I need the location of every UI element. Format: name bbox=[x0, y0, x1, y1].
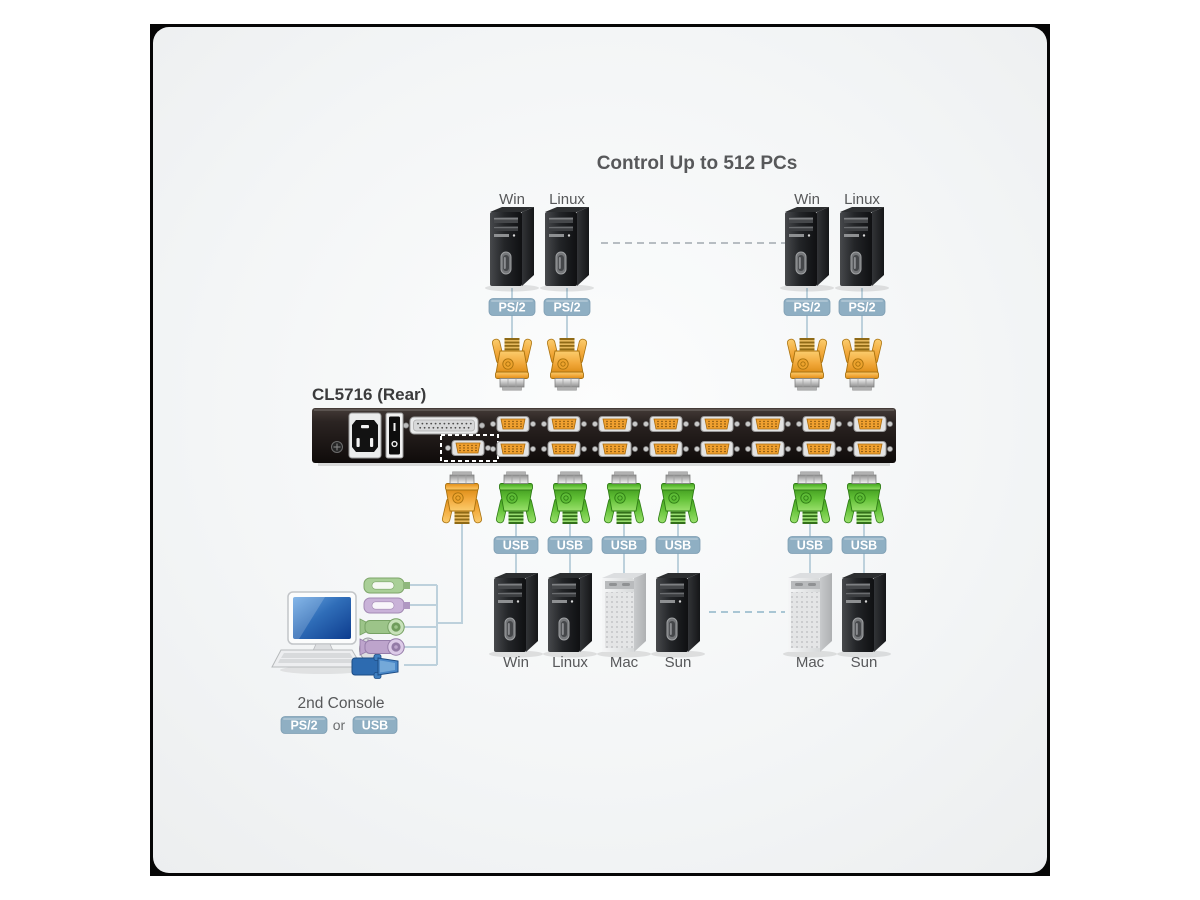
vga-port bbox=[796, 416, 842, 432]
top-computer-label: Win bbox=[794, 191, 820, 208]
sphd-connector-green bbox=[495, 471, 537, 524]
second-console-label: 2nd Console bbox=[297, 695, 384, 712]
usb-badge: USB bbox=[547, 536, 593, 554]
ps2-badge: PS/2 bbox=[783, 298, 831, 316]
top-computer-label: Linux bbox=[844, 191, 880, 208]
top-computer-label: Linux bbox=[549, 191, 585, 208]
tower-dark bbox=[489, 573, 543, 658]
top-computer-label: Win bbox=[499, 191, 525, 208]
vga-port bbox=[643, 416, 689, 432]
ps2-badge: PS/2 bbox=[488, 298, 536, 316]
sphd-connector-orange bbox=[441, 471, 483, 524]
sphd-connector-green bbox=[549, 471, 591, 524]
badge-text: USB bbox=[665, 539, 691, 553]
vga-port bbox=[490, 441, 536, 457]
badge-text: USB bbox=[797, 539, 823, 553]
vga-port bbox=[643, 441, 689, 457]
vga-port bbox=[541, 441, 587, 457]
vga-port bbox=[694, 441, 740, 457]
tower-dark bbox=[485, 207, 539, 292]
second-console: PS/2 USB bbox=[271, 577, 410, 734]
badge-text: PS/2 bbox=[498, 301, 525, 315]
console-cable-line bbox=[437, 524, 463, 624]
badge-text: USB bbox=[851, 539, 877, 553]
or-text: or bbox=[333, 717, 346, 733]
vga-port bbox=[745, 441, 791, 457]
tower-silver bbox=[783, 573, 837, 658]
badge-text: USB bbox=[362, 719, 388, 733]
tower-dark bbox=[543, 573, 597, 658]
usb-plug-green bbox=[363, 577, 410, 594]
vga-port bbox=[745, 416, 791, 432]
vga-port bbox=[694, 416, 740, 432]
usb-badge: USB bbox=[841, 536, 887, 554]
badge-text: PS/2 bbox=[848, 301, 875, 315]
tower-dark bbox=[540, 207, 594, 292]
tower-dark bbox=[780, 207, 834, 292]
vga-port bbox=[847, 441, 893, 457]
ps2-plug-purple bbox=[359, 638, 405, 656]
vga-port bbox=[592, 441, 638, 457]
bottom-computer-label: Mac bbox=[796, 654, 825, 671]
sphd-connector-orange bbox=[491, 338, 533, 391]
sphd-connector-orange bbox=[841, 338, 883, 391]
power-switch bbox=[385, 412, 404, 459]
vga-port bbox=[541, 416, 587, 432]
badge-text: PS/2 bbox=[290, 719, 317, 733]
device-label: CL5716 (Rear) bbox=[312, 385, 426, 404]
ps2-plug-green bbox=[359, 618, 405, 636]
usb-badge: USB bbox=[493, 536, 539, 554]
bottom-computer-label: Sun bbox=[665, 654, 692, 671]
vga-port bbox=[847, 416, 893, 432]
vga-plug-blue bbox=[351, 654, 399, 679]
sphd-connector-orange bbox=[786, 338, 828, 391]
kvm-cable-connectors bbox=[441, 338, 885, 524]
ps2-badge: PS/2 bbox=[838, 298, 886, 316]
power-inlet bbox=[348, 412, 382, 459]
console-keyboard bbox=[271, 649, 363, 668]
sphd-connector-orange bbox=[546, 338, 588, 391]
bottom-computer-label: Linux bbox=[552, 654, 588, 671]
console-ps2-badge: PS/2 bbox=[280, 716, 328, 734]
db25-port bbox=[402, 416, 485, 435]
kvm-switch bbox=[312, 408, 896, 466]
usb-badge: USB bbox=[655, 536, 701, 554]
badge-text: PS/2 bbox=[793, 301, 820, 315]
tower-silver bbox=[597, 573, 651, 658]
usb-plug-purple bbox=[363, 597, 410, 614]
console-usb-badge: USB bbox=[352, 716, 398, 734]
tower-dark bbox=[835, 207, 889, 292]
badge-text: USB bbox=[557, 539, 583, 553]
usb-badge: USB bbox=[601, 536, 647, 554]
badge-text: PS/2 bbox=[553, 301, 580, 315]
badge-text: USB bbox=[611, 539, 637, 553]
tower-dark bbox=[837, 573, 891, 658]
vga-port bbox=[490, 416, 536, 432]
vga-port bbox=[796, 441, 842, 457]
vga-port bbox=[592, 416, 638, 432]
link-lines bbox=[601, 242, 787, 613]
diagram-title: Control Up to 512 PCs bbox=[597, 153, 798, 174]
usb-badge: USB bbox=[787, 536, 833, 554]
vga-port bbox=[445, 440, 491, 456]
bottom-computer-label: Win bbox=[503, 654, 529, 671]
sphd-connector-green bbox=[603, 471, 645, 524]
tower-dark bbox=[651, 573, 705, 658]
ground-screw bbox=[331, 441, 343, 453]
bottom-computer-label: Mac bbox=[610, 654, 639, 671]
sphd-connector-green bbox=[789, 471, 831, 524]
sphd-connector-green bbox=[657, 471, 699, 524]
ps2-badge: PS/2 bbox=[543, 298, 591, 316]
badge-text: USB bbox=[503, 539, 529, 553]
sphd-connector-green bbox=[843, 471, 885, 524]
bottom-computer-label: Sun bbox=[851, 654, 878, 671]
